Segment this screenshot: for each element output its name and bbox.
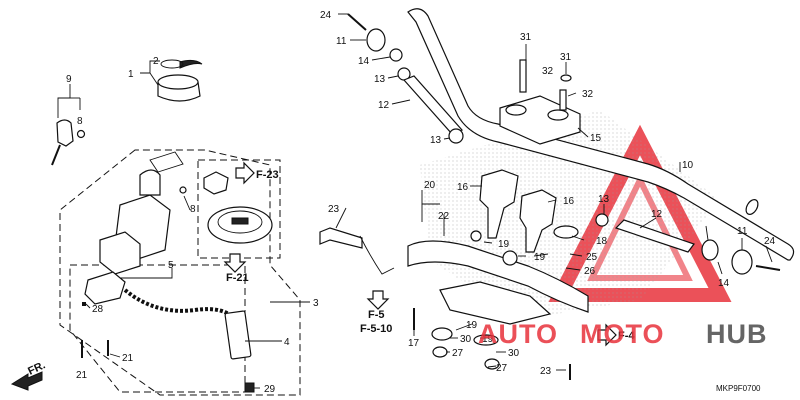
- callout-19d: 19: [482, 334, 494, 345]
- leader-lines: [57, 13, 773, 389]
- callout-30a: 30: [460, 334, 472, 345]
- callout-2: 2: [153, 56, 159, 67]
- watermark-part1: AUTO: [478, 319, 558, 349]
- right-bar-end: [595, 213, 781, 275]
- reference-labels: F-23 F-21 F-5 F-5-10 F-4 FR. MKP9F0700: [26, 169, 761, 393]
- watermark-part2: MOTO: [580, 319, 665, 349]
- assembly-4-outline: [69, 264, 246, 393]
- callout-32b: 32: [582, 89, 594, 100]
- ref-f5: F-5: [368, 309, 385, 321]
- callout-17: 17: [408, 338, 420, 349]
- callout-21a: 21: [76, 370, 88, 381]
- callout-30b: 30: [508, 348, 520, 359]
- callout-25: 25: [586, 252, 598, 263]
- callout-12a: 12: [378, 100, 390, 111]
- callout-14a: 14: [358, 56, 370, 67]
- ref-f510: F-5-10: [360, 323, 392, 335]
- callout-31b: 31: [560, 52, 572, 63]
- callout-8b: 8: [190, 204, 196, 215]
- ignition-switch: [99, 151, 187, 275]
- callout-14b: 14: [718, 278, 730, 289]
- callout-27a: 27: [452, 348, 464, 359]
- callout-3: 3: [313, 298, 319, 309]
- top-bridge: [407, 225, 589, 325]
- callout-4: 4: [284, 337, 290, 348]
- direction-label: FR.: [26, 359, 47, 377]
- callout-23b: 23: [540, 366, 552, 377]
- diagram-code: MKP9F0700: [716, 384, 761, 393]
- callout-19b: 19: [534, 252, 546, 263]
- callout-13a: 13: [374, 74, 386, 85]
- callout-labels: 1 2 3 4 5 8 8 9 10 11 11 12 12 13 13 13 …: [66, 10, 776, 395]
- assembly-3-outline: [59, 149, 301, 396]
- callout-32a: 32: [542, 66, 554, 77]
- callout-28: 28: [92, 304, 104, 315]
- key-icon: [51, 119, 86, 166]
- callout-13b: 13: [430, 135, 442, 146]
- watermark-text: AUTO MOTO HUB: [478, 319, 768, 349]
- ref-arrow-icons: [10, 161, 617, 391]
- callout-19a: 19: [498, 239, 510, 250]
- left-bar-end: [347, 13, 464, 144]
- callout-23a: 23: [328, 204, 340, 215]
- callout-5: 5: [168, 260, 174, 271]
- lower-holders: [479, 169, 557, 253]
- wire-harness: [84, 271, 252, 360]
- callout-19c: 19: [466, 320, 478, 331]
- callout-10: 10: [682, 160, 694, 171]
- callout-12b: 12: [651, 209, 663, 220]
- callout-26: 26: [584, 266, 596, 277]
- ref-f21: F-21: [226, 272, 249, 284]
- ref-f4: F-4: [618, 330, 635, 342]
- callout-21b: 21: [122, 353, 134, 364]
- small-parts: [81, 302, 500, 393]
- callout-1: 1: [128, 69, 134, 80]
- callout-15: 15: [590, 133, 602, 144]
- handlebar: [407, 8, 795, 261]
- callout-24b: 24: [764, 236, 776, 247]
- watermark-part3: HUB: [706, 319, 768, 349]
- callout-20: 20: [424, 180, 436, 191]
- callout-27b: 27: [496, 363, 508, 374]
- callout-29: 29: [264, 384, 276, 395]
- callout-16b: 16: [563, 196, 575, 207]
- callout-11b: 11: [737, 226, 748, 237]
- callout-31a: 31: [520, 32, 532, 43]
- callout-9: 9: [66, 74, 72, 85]
- ref-f23: F-23: [256, 169, 279, 181]
- callout-11a: 11: [336, 36, 347, 47]
- ignition-cover: [157, 59, 203, 102]
- callout-8a: 8: [77, 116, 83, 127]
- callout-13c: 13: [598, 194, 610, 205]
- callout-18: 18: [596, 236, 608, 247]
- callout-22: 22: [438, 211, 450, 222]
- callout-24a: 24: [320, 10, 332, 21]
- callout-16a: 16: [457, 182, 469, 193]
- bolt-23: [319, 227, 571, 380]
- fuel-cap-parts: [203, 171, 273, 244]
- upper-holder: [499, 59, 581, 145]
